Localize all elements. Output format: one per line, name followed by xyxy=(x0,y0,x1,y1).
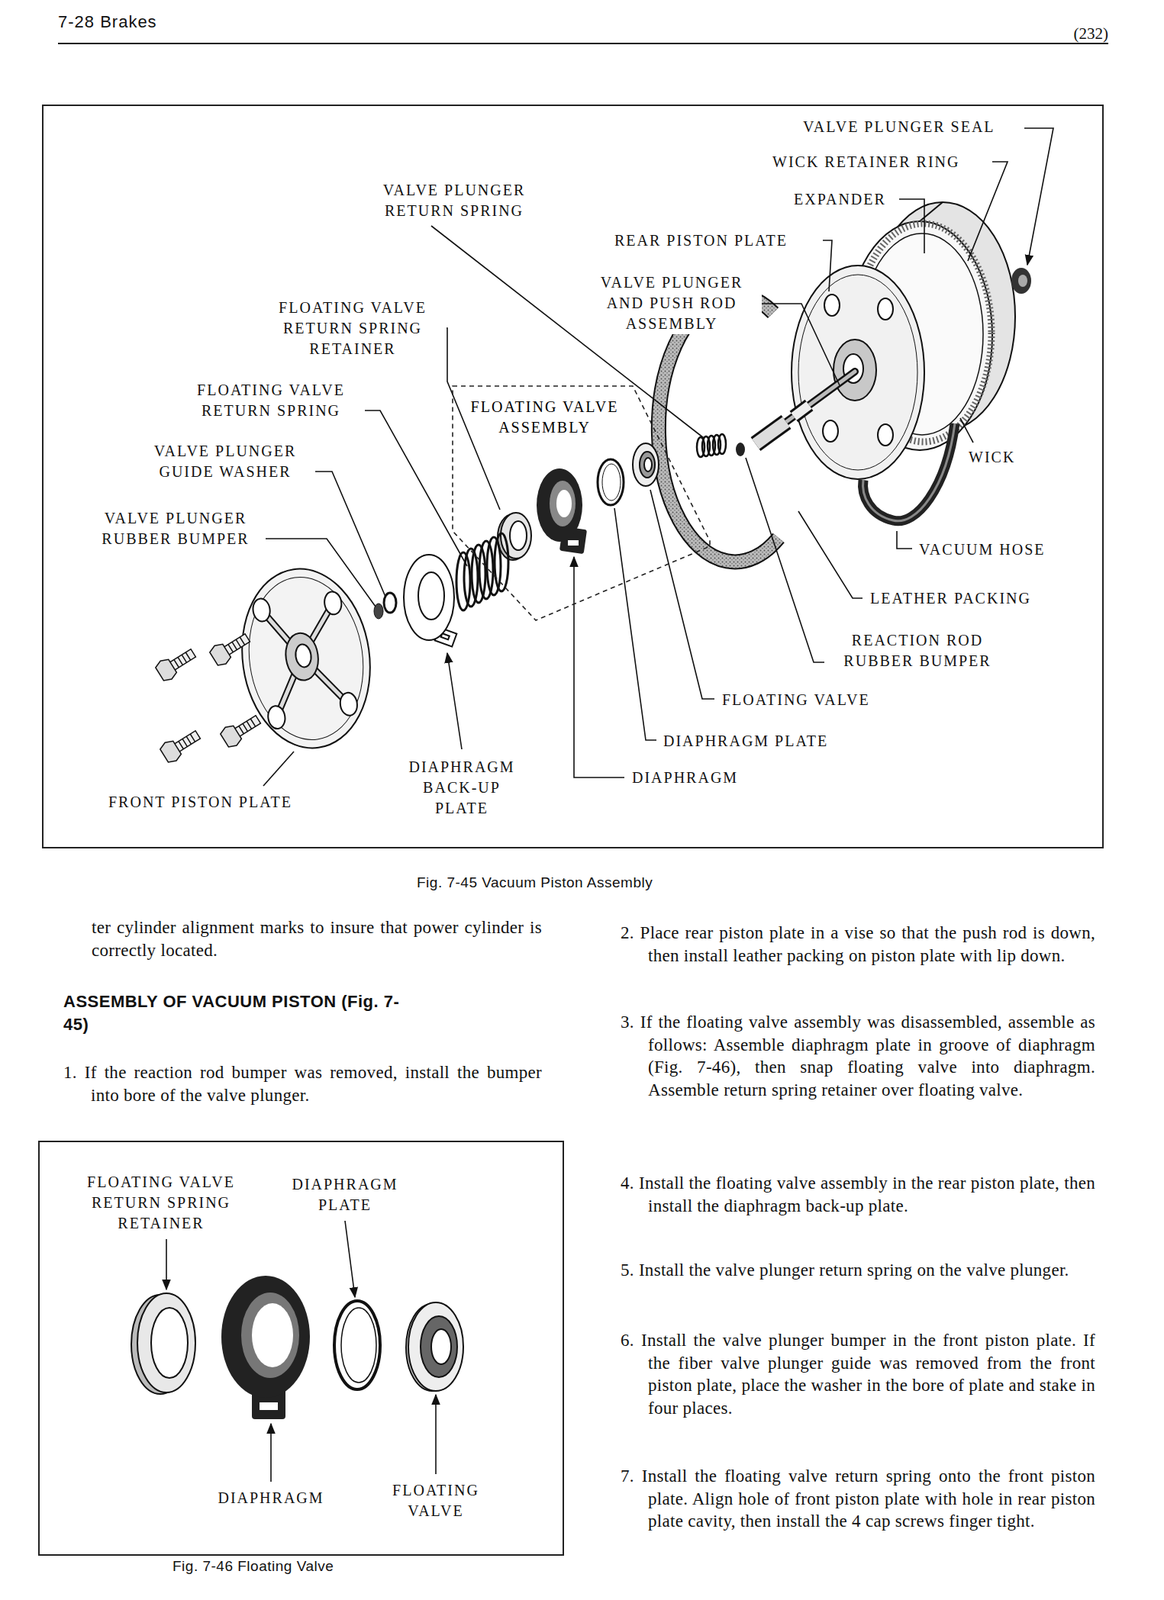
spring-retainer xyxy=(131,1293,196,1395)
part-label: DIAPHRAGM xyxy=(630,767,740,789)
part-label: WICK RETAINER RING xyxy=(770,151,961,173)
step-text: 5. Install the valve plunger return spri… xyxy=(620,1259,1096,1283)
part-label: WICK xyxy=(967,447,1017,468)
part-label: EXPANDER xyxy=(792,189,888,210)
figure-caption: Fig. 7-45 Vacuum Piston Assembly xyxy=(416,874,653,892)
step-text: 6. Install the valve plunger bumper in t… xyxy=(620,1329,1096,1420)
step-text: 4. Install the floating valve assembly i… xyxy=(620,1172,1096,1218)
valve-plunger-push-rod xyxy=(755,371,855,445)
floating-valve-return-spring xyxy=(456,533,509,611)
front-piston-plate xyxy=(230,561,381,758)
part-label: FLOATING VALVE RETURN SPRING RETAINER xyxy=(67,1172,255,1235)
header-rule xyxy=(58,42,1109,45)
figure-frame xyxy=(38,1141,564,1556)
page-header: 7-28 Brakes xyxy=(58,12,158,33)
part-label: DIAPHRAGM xyxy=(216,1488,326,1510)
part-label: VALVE PLUNGER GUIDE WASHER xyxy=(135,441,316,483)
page-number: (232) xyxy=(1031,24,1109,44)
leader-line xyxy=(263,128,1054,787)
floating-valve xyxy=(406,1302,464,1392)
part-label: DIAPHRAGM PLATE xyxy=(661,731,830,752)
part-label: REACTION ROD RUBBER BUMPER xyxy=(829,630,1006,672)
cap-screw xyxy=(219,710,265,750)
diaphragm-plate xyxy=(334,1301,381,1390)
section-heading: ASSEMBLY OF VACUUM PISTON (Fig. 7-45) xyxy=(63,990,407,1037)
part-label: VALVE PLUNGER RETURN SPRING xyxy=(362,180,546,222)
diaphragm-plate xyxy=(597,459,624,506)
reaction-rod-bumper xyxy=(735,442,745,457)
part-label: LEATHER PACKING xyxy=(868,588,1033,610)
diaphragm xyxy=(221,1276,310,1420)
part-label: FRONT PISTON PLATE xyxy=(106,792,294,813)
step-text: 1. If the reaction rod bumper was remove… xyxy=(63,1061,542,1107)
part-label: VALVE PLUNGER AND PUSH ROD ASSEMBLY xyxy=(582,272,762,335)
cap-screw xyxy=(208,628,254,668)
dashed-group-box: FLOATING VALVE ASSEMBLY xyxy=(449,383,713,623)
back-up-plate xyxy=(403,554,457,648)
part-label: FLOATING VALVE RETURN SPRING xyxy=(177,380,365,422)
part-label: FLOATING VALVE xyxy=(370,1480,501,1522)
part-label: FLOATING VALVE xyxy=(720,690,872,711)
diaphragm xyxy=(536,468,587,555)
group-label: FLOATING VALVE ASSEMBLY xyxy=(449,396,640,439)
part-label: VALVE PLUNGER SEAL xyxy=(801,116,997,138)
figure-frame xyxy=(42,105,1103,849)
part-label: REAR PISTON PLATE xyxy=(612,230,790,252)
body-text: ter cylinder alignment marks to insure t… xyxy=(91,916,542,962)
spring-retainer xyxy=(497,512,532,561)
part-label: VACUUM HOSE xyxy=(917,539,1048,561)
cap-screw xyxy=(158,725,204,765)
valve-plunger-seal xyxy=(1011,267,1032,294)
floating-valve xyxy=(632,443,659,487)
leather-packing xyxy=(658,294,779,562)
valve-plunger-return-spring xyxy=(696,434,726,458)
figure-caption: Fig. 7-46 Floating Valve xyxy=(172,1558,334,1576)
vacuum-hose xyxy=(863,423,955,522)
part-label: DIAPHRAGM BACK-UP PLATE xyxy=(396,757,527,819)
step-text: 2. Place rear piston plate in a vise so … xyxy=(620,922,1096,968)
step-text: 7. Install the floating valve return spr… xyxy=(620,1465,1096,1534)
step-text: 3. If the floating valve assembly was di… xyxy=(620,1011,1096,1102)
part-label: FLOATING VALVE RETURN SPRING RETAINER xyxy=(259,297,447,360)
part-label: DIAPHRAGM PLATE xyxy=(280,1174,410,1216)
leader-line xyxy=(166,1221,436,1483)
cap-screw xyxy=(154,644,200,684)
part-label: VALVE PLUNGER RUBBER BUMPER xyxy=(86,508,266,550)
